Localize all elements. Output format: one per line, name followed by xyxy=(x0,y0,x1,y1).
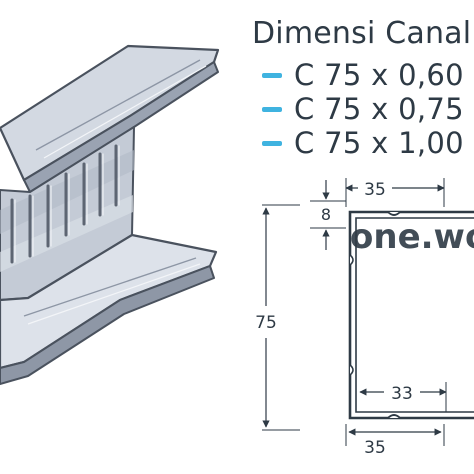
channel-outer-outline xyxy=(348,210,474,420)
bullet-dash-icon xyxy=(262,72,282,78)
web-groove-lower xyxy=(349,364,354,376)
spec-item: C 75 x 1,00 m xyxy=(262,126,474,160)
page-title: Dimensi Canal xyxy=(252,16,472,51)
top-width-label: 35 xyxy=(364,180,386,200)
spec-item: C 75 x 0,60 m xyxy=(262,58,474,92)
spec-text: C 75 x 1,00 m xyxy=(294,126,474,160)
bottom-width-label: 35 xyxy=(364,438,386,458)
bullet-dash-icon xyxy=(262,106,282,112)
channel-inner-outline xyxy=(355,217,474,413)
watermark: one.work .co.id xyxy=(350,217,474,257)
height-label: 75 xyxy=(255,313,277,333)
top-groove xyxy=(387,211,401,216)
spec-item: C 75 x 0,75 m xyxy=(262,92,474,126)
web-groove-upper xyxy=(349,254,354,266)
spec-list: C 75 x 0,60 m C 75 x 0,75 m C 75 x 1,00 … xyxy=(262,58,474,160)
spec-text: C 75 x 0,75 m xyxy=(294,92,474,126)
inner-width-label: 33 xyxy=(391,384,413,404)
lip-height-label: 8 xyxy=(321,205,331,224)
bullet-dash-icon xyxy=(262,140,282,146)
bottom-groove xyxy=(387,414,401,419)
spec-text: C 75 x 0,60 m xyxy=(294,58,474,92)
